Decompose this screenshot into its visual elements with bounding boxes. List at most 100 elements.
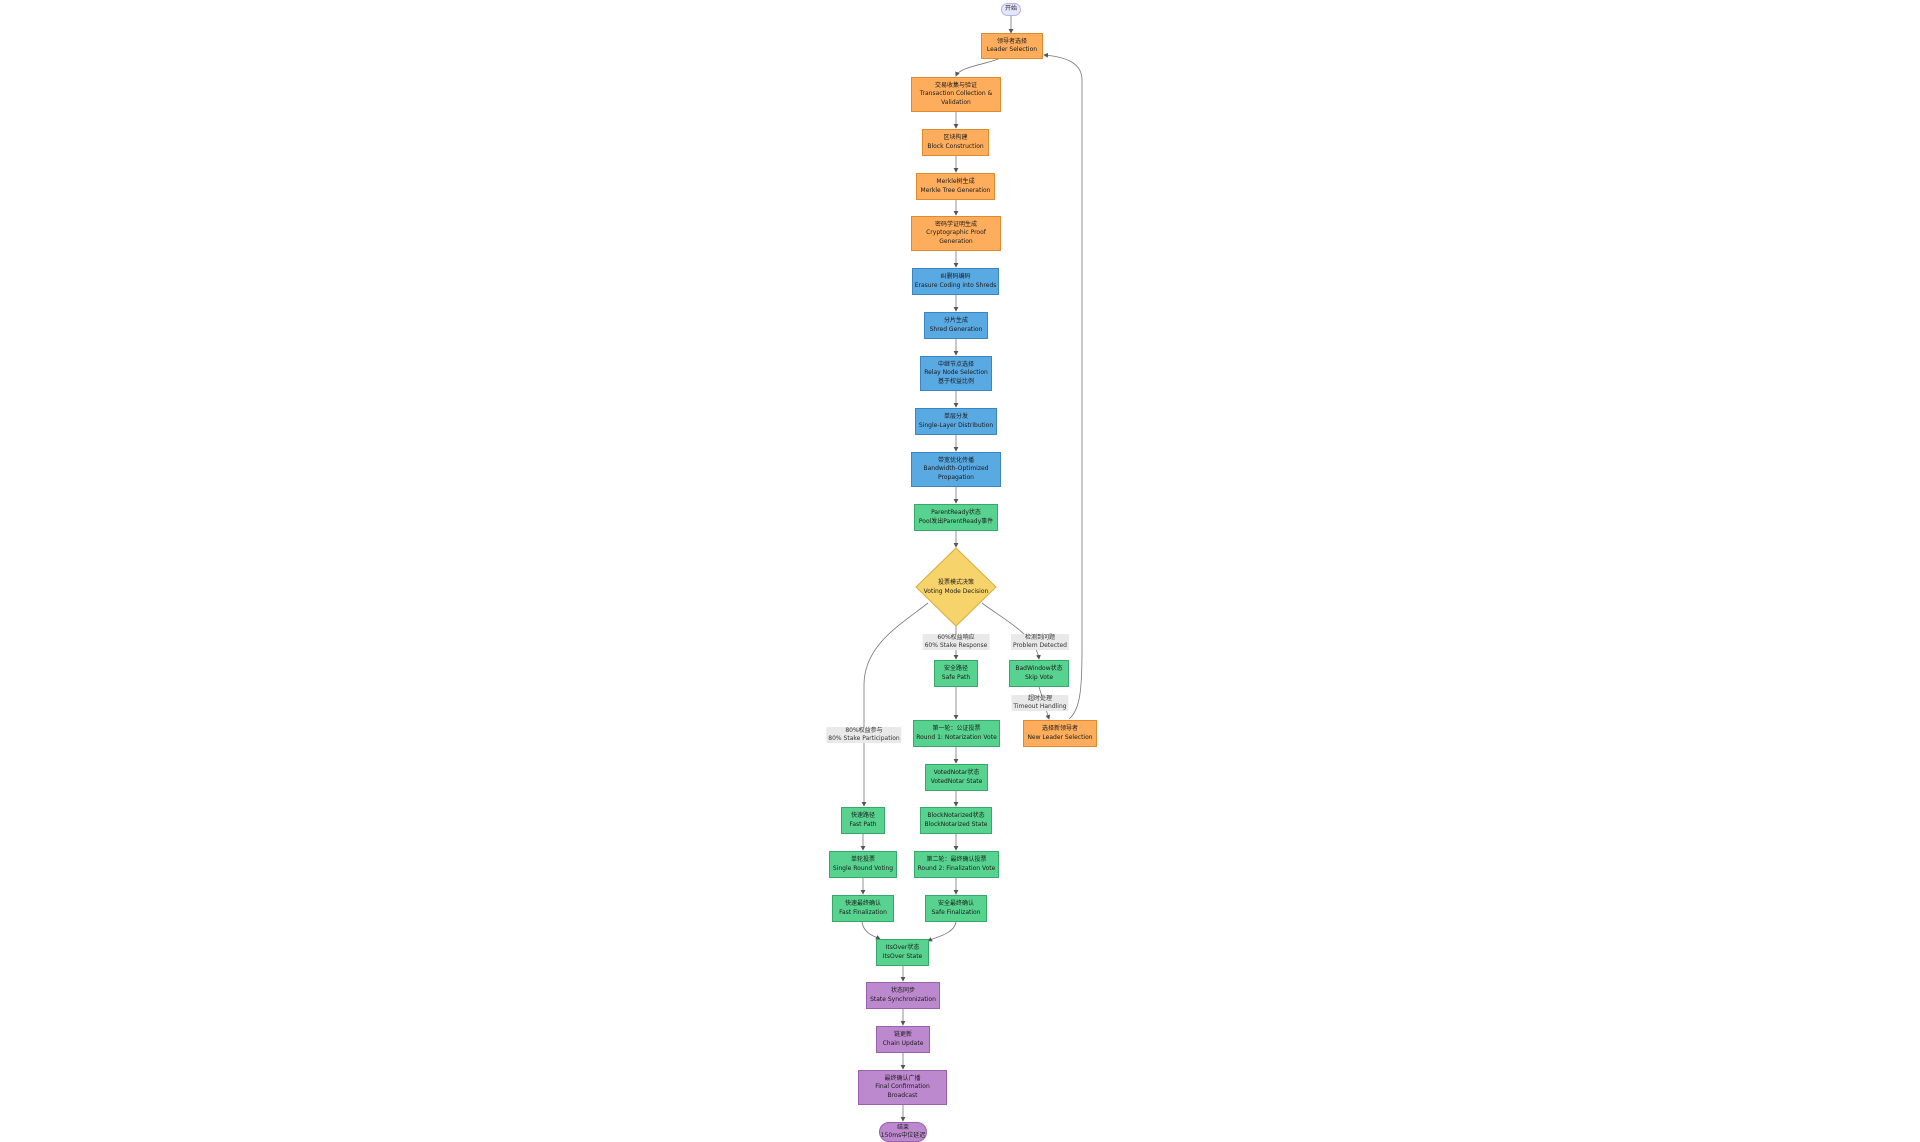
merkle-tree-node: Merkle树生成 Merkle Tree Generation: [916, 173, 995, 200]
singleround-label-en: Single Round Voting: [832, 864, 894, 872]
tx-label-en-1: Transaction Collection &: [919, 90, 993, 98]
badwindow-label-2: Skip Vote: [1024, 673, 1054, 681]
edge-label-problem-en: Problem Detected: [1013, 642, 1067, 649]
single-label-en: Single-Layer Distribution: [918, 421, 994, 429]
start-node: 开始: [1001, 3, 1021, 16]
state-sync-node: 状态同步 State Synchronization: [866, 982, 940, 1009]
merkle-label-cn: Merkle树生成: [936, 178, 975, 185]
round1-label-cn: 第一轮：公证投票: [932, 725, 981, 732]
edge-label-timeout-en: Timeout Handling: [1013, 703, 1067, 710]
badwindow-label-1: BadWindow状态: [1015, 665, 1063, 672]
edge-label-fast-en: 80% Stake Participation: [828, 735, 900, 742]
edge-label-fast: 80%权益参与 80% Stake Participation: [826, 727, 902, 743]
votednotar-label-2: VotedNotar State: [930, 777, 983, 785]
statesync-label-en: State Synchronization: [870, 995, 936, 1003]
merkle-label-en: Merkle Tree Generation: [920, 186, 991, 194]
edge-label-safe: 60%权益响应 60% Stake Response: [922, 634, 990, 650]
end-node: 结束 150ms中位延迟: [879, 1122, 927, 1142]
block-construction-node: 区块构建 Block Construction: [922, 129, 989, 156]
bandwidth-label-en-2: Propagation: [938, 473, 974, 481]
broadcast-label-en-1: Final Confirmation: [875, 1083, 930, 1091]
singleround-label-cn: 单轮投票: [850, 856, 875, 863]
new-leader-selection-node: 选择新领导者 New Leader Selection: [1023, 720, 1097, 747]
itsover-label-2: ItsOver State: [882, 952, 923, 960]
relay-label-en: Relay Node Selection: [924, 369, 988, 377]
bad-window-node: BadWindow状态 Skip Vote: [1009, 660, 1069, 687]
edge-label-problem-cn: 检测到问题: [1024, 634, 1056, 641]
erasure-coding-node: 纠删码编码 Erasure Coding into Shreds: [912, 268, 999, 295]
fast-finalization-node: 快速最终确认 Fast Finalization: [832, 895, 894, 922]
voted-notar-node: VotedNotar状态 VotedNotar State: [925, 764, 988, 791]
safe-path-node: 安全路径 Safe Path: [934, 660, 978, 687]
relay-label-cn: 中继节点选择: [937, 360, 974, 368]
chainupdate-label-cn: 链更新: [893, 1031, 912, 1038]
start-label: 开始: [1004, 5, 1017, 13]
edge-label-safe-cn: 60%权益响应: [937, 634, 975, 641]
end-label-cn: 结束: [896, 1123, 909, 1131]
safefinal-label-en: Safe Finalization: [931, 908, 981, 916]
edge-label-safe-en: 60% Stake Response: [924, 642, 988, 649]
single-label-cn: 单层分发: [943, 413, 968, 420]
round2-label-cn: 第二轮：最终确认投票: [926, 856, 987, 863]
round1-notarization-node: 第一轮：公证投票 Round 1: Notarization Vote: [913, 720, 1000, 747]
single-round-voting-node: 单轮投票 Single Round Voting: [829, 851, 897, 878]
leader-label-cn: 领导者选择: [996, 37, 1027, 45]
block-label-cn: 区块构建: [943, 134, 968, 141]
edge-leader-tx: [955, 57, 1001, 77]
blocknotar-label-2: BlockNotarized State: [924, 820, 988, 828]
edge-decision-bad: [981, 602, 1041, 660]
bandwidth-label-en-1: Bandwidth-Optimized: [923, 465, 989, 473]
tx-label-cn: 交易收集与验证: [934, 81, 977, 89]
crypto-label-en-1: Cryptographic Proof: [926, 229, 986, 237]
fast-path-node: 快速路径 Fast Path: [841, 807, 885, 834]
fastfinal-label-en: Fast Finalization: [839, 908, 887, 916]
fastfinal-label-cn: 快速最终确认: [844, 900, 881, 907]
newleader-label-cn: 选择新领导者: [1041, 725, 1078, 732]
safepath-label-en: Safe Path: [941, 673, 971, 681]
broadcast-label-cn: 最终确认广播: [884, 1074, 921, 1082]
parentready-label-1: ParentReady状态: [931, 509, 981, 516]
erasure-label-en: Erasure Coding into Shreds: [914, 281, 997, 289]
itsover-label-1: ItsOver状态: [885, 944, 920, 951]
chainupdate-label-en: Chain Update: [882, 1039, 924, 1047]
crypto-proof-node: 密码学证明生成 Cryptographic Proof Generation: [911, 216, 1001, 251]
relay-label-cn-2: 基于权益比例: [937, 377, 974, 385]
crypto-label-cn: 密码学证明生成: [934, 220, 977, 228]
block-label-en: Block Construction: [927, 142, 984, 150]
crypto-label-en-2: Generation: [939, 237, 973, 245]
edge-label-problem: 检测到问题 Problem Detected: [1011, 634, 1069, 650]
bandwidth-label-cn: 带宽优化传播: [937, 456, 974, 464]
edge-decision-fast: [861, 602, 929, 807]
leader-selection-node: 领导者选择 Leader Selection: [981, 33, 1043, 59]
newleader-label-en: New Leader Selection: [1027, 733, 1093, 741]
votednotar-label-1: VotedNotar状态: [933, 769, 980, 776]
tx-collection-node: 交易收集与验证 Transaction Collection & Validat…: [911, 77, 1001, 112]
relay-node-selection-node: 中继节点选择 Relay Node Selection 基于权益比例: [920, 356, 992, 391]
statesync-label-cn: 状态同步: [890, 987, 915, 994]
edge-fastfinal-itsover: [861, 921, 881, 940]
edge-newleader-leader: [1043, 52, 1083, 720]
edge-label-fast-cn: 80%权益参与: [845, 727, 883, 734]
edge-label-timeout: 超时处理 Timeout Handling: [1011, 695, 1069, 711]
single-layer-distribution-node: 单层分发 Single-Layer Distribution: [915, 408, 997, 435]
decision-label-en: Voting Mode Decision: [923, 588, 989, 595]
safe-finalization-node: 安全最终确认 Safe Finalization: [925, 895, 987, 922]
block-notarized-node: BlockNotarized状态 BlockNotarized State: [920, 807, 992, 834]
fastpath-label-cn: 快速路径: [850, 812, 875, 819]
fastpath-label-en: Fast Path: [849, 820, 877, 828]
edge-safefinal-itsover: [927, 921, 957, 942]
parentready-label-2: Pool发出ParentReady事件: [918, 517, 994, 525]
voting-mode-decision-label: 投票模式决策 Voting Mode Decision: [924, 578, 989, 596]
safepath-label-cn: 安全路径: [943, 665, 968, 672]
shred-generation-node: 分片生成 Shred Generation: [924, 312, 988, 339]
decision-label-cn: 投票模式决策: [937, 579, 974, 586]
safefinal-label-cn: 安全最终确认: [937, 900, 974, 907]
shred-label-en: Shred Generation: [929, 325, 983, 333]
round1-label-en: Round 1: Notarization Vote: [916, 733, 997, 741]
erasure-label-cn: 纠删码编码: [940, 273, 971, 280]
chain-update-node: 链更新 Chain Update: [876, 1026, 930, 1053]
final-confirmation-broadcast-node: 最终确认广播 Final Confirmation Broadcast: [858, 1070, 947, 1105]
decision-diamond: [915, 547, 997, 627]
bandwidth-propagation-node: 带宽优化传播 Bandwidth-Optimized Propagation: [911, 452, 1001, 487]
